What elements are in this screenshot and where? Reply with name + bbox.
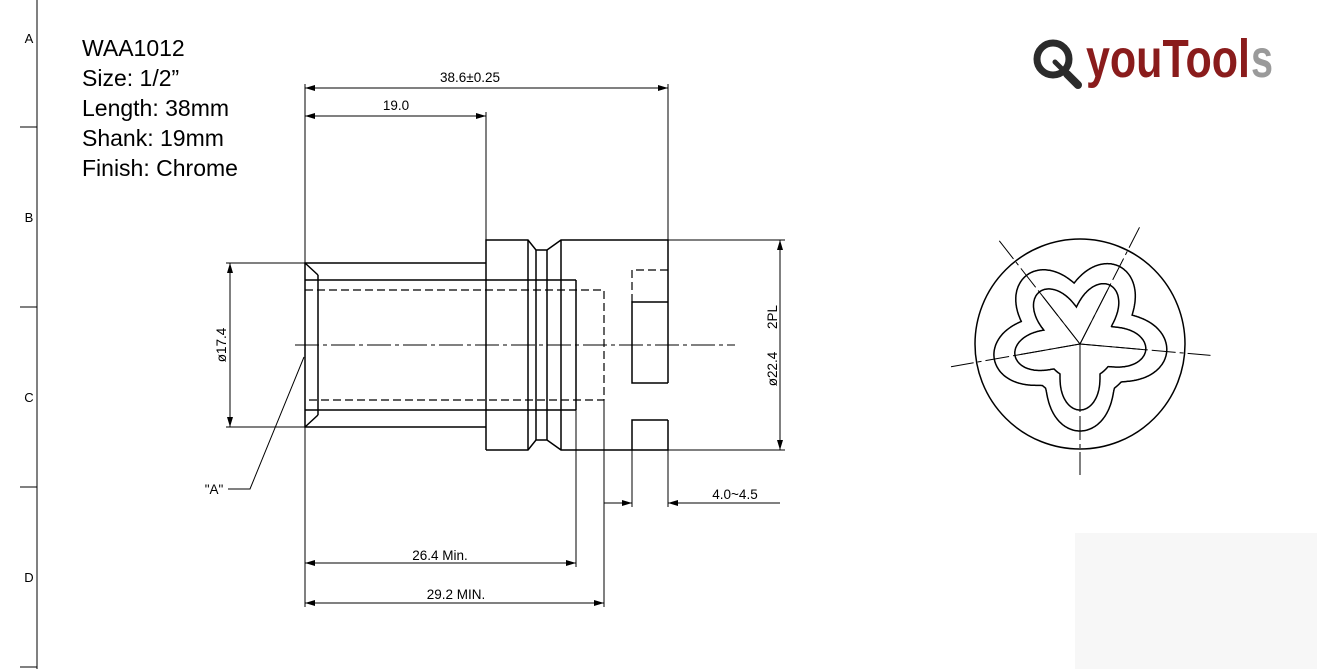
chamfer-leader-line: [228, 356, 305, 490]
background-shade: [1075, 533, 1317, 669]
bore-depth-total-label: 29.2 MIN.: [427, 587, 486, 602]
model-number: WAA1012: [82, 35, 185, 61]
brand-name-tail: s: [1251, 29, 1273, 89]
zone-label-b: B: [25, 210, 34, 225]
shank-length-label: 19.0: [383, 98, 409, 113]
end-view-spoke-line: [1016, 343, 1081, 356]
zone-label-d: D: [24, 570, 33, 585]
slot-width-label: 4.0~4.5: [712, 487, 757, 502]
brand-logo: youTool s: [1033, 29, 1273, 89]
spec-finish: Finish: Chrome: [82, 155, 238, 181]
end-view-spoke-line: [1079, 343, 1144, 351]
chamfer-lines: [304, 262, 319, 428]
recess-hidden-line: [631, 269, 668, 302]
end-view-outer-circle: [974, 238, 1186, 450]
end-view-spoke-line: [1040, 293, 1081, 345]
spec-length: Length: 38mm: [82, 95, 229, 121]
slot-outline: [631, 301, 668, 450]
lobe-profile-inner: [1014, 282, 1147, 411]
side-view: [295, 239, 735, 451]
collar-bottom-outline: [486, 420, 669, 451]
drawing-frame: A B C D: [20, 0, 38, 669]
lobe-profile-outer: [993, 262, 1168, 432]
chamfer-ref-label: "A": [205, 482, 224, 497]
collar-top-outline: [485, 239, 669, 450]
end-view-spoke-line: [1079, 286, 1110, 345]
end-view: [950, 227, 1211, 475]
collar-diameter-label: ø22.4: [765, 351, 780, 386]
bore-depth-min-label: 26.4 Min.: [412, 548, 468, 563]
shank-diameter-label: ø17.4: [214, 327, 229, 362]
magnifier-icon: [1033, 39, 1082, 89]
brand-name-main: youTool: [1086, 29, 1250, 89]
zone-label-a: A: [25, 31, 34, 46]
collar-diameter-qty: 2PL: [765, 305, 780, 330]
dimensions: 38.6±0.25 19.0 ø17.4 ø22.4 2PL "A" 4.0~4…: [205, 70, 785, 607]
spec-size: Size: 1/2”: [82, 65, 179, 91]
overall-length-label: 38.6±0.25: [440, 70, 500, 85]
spec-block: WAA1012 Size: 1/2” Length: 38mm Shank: 1…: [82, 35, 238, 181]
spec-shank: Shank: 19mm: [82, 125, 224, 151]
zone-label-c: C: [24, 390, 33, 405]
